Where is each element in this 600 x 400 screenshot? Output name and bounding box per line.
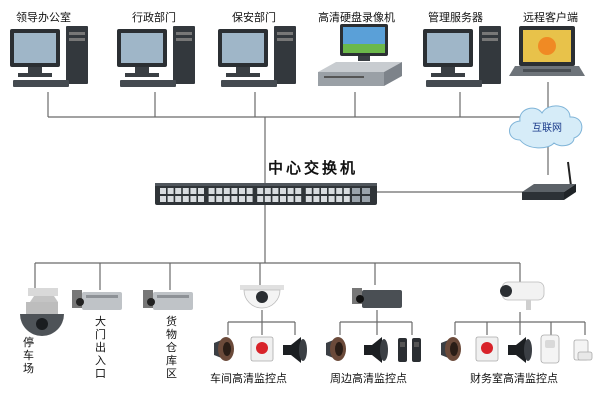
switch-port xyxy=(336,188,343,194)
label-perimeter-zone: 周边高清监控点 xyxy=(330,372,407,385)
switch-port xyxy=(175,188,182,194)
switch-uplink-port xyxy=(352,196,360,202)
switch-port xyxy=(272,188,279,194)
server-pc-icon xyxy=(423,26,501,87)
switch-port xyxy=(216,196,223,202)
label-warehouse: 货物仓库区 xyxy=(166,315,177,380)
switch-port xyxy=(313,196,320,202)
recorder-icon xyxy=(318,24,402,86)
switch-uplink-port xyxy=(352,188,360,194)
switch-port xyxy=(198,188,204,194)
switch-port xyxy=(190,196,197,202)
switch-port xyxy=(190,188,197,194)
switch-port xyxy=(257,188,264,194)
switch-port xyxy=(239,196,245,202)
internet-cloud-icon xyxy=(509,105,583,149)
label-leader-office: 领导办公室 xyxy=(16,11,71,24)
pc-icon-admin xyxy=(117,26,195,87)
switch-port xyxy=(280,188,286,194)
label-remote-client: 远程客户端 xyxy=(523,11,578,24)
label-mgmt-server: 管理服务器 xyxy=(428,11,483,24)
switch-port xyxy=(160,196,166,202)
box-camera-icon-warehouse xyxy=(143,290,193,310)
alarm-speaker-icon-workshop xyxy=(283,337,307,363)
switch-port xyxy=(246,188,253,194)
pc-icon-security xyxy=(218,26,296,87)
label-admin-dept: 行政部门 xyxy=(132,11,176,24)
switch-port xyxy=(295,188,302,194)
switch-port xyxy=(223,196,230,202)
alarm-speaker-icon-finance xyxy=(508,337,532,363)
switch-port xyxy=(167,188,174,194)
switch-port xyxy=(208,188,215,194)
switch-port xyxy=(305,188,312,194)
switch-port xyxy=(198,196,204,202)
switch-port xyxy=(182,188,189,194)
switch-port xyxy=(321,196,327,202)
switch-port xyxy=(264,188,271,194)
switch-port xyxy=(287,188,294,194)
switch-port xyxy=(343,196,350,202)
alarm-speaker-icon-perimeter xyxy=(364,337,388,363)
switch-port xyxy=(280,196,286,202)
switch-port xyxy=(223,188,230,194)
switch-port xyxy=(336,196,343,202)
door-sensor-icon-finance xyxy=(573,339,593,361)
label-hd-recorder: 高清硬盘录像机 xyxy=(318,11,395,24)
label-gate: 大门出入口 xyxy=(95,315,106,380)
siren-icon-workshop xyxy=(214,337,234,361)
switch-port xyxy=(264,196,271,202)
emergency-button-icon-workshop xyxy=(250,336,274,362)
label-central-switch: 中心交换机 xyxy=(268,159,359,177)
speed-dome-camera-icon xyxy=(20,288,64,336)
switch-port xyxy=(287,196,294,202)
switch-port xyxy=(313,188,320,194)
switch-port xyxy=(343,188,350,194)
switch-port xyxy=(160,188,166,194)
box-camera-icon-gate xyxy=(72,290,122,310)
pir-detector-icon-finance xyxy=(540,334,560,364)
infrared-beam-icon-perimeter xyxy=(398,338,421,362)
label-workshop-zone: 车间高清监控点 xyxy=(210,372,287,385)
switch-port xyxy=(216,188,223,194)
switch-port xyxy=(175,196,182,202)
box-camera-icon-perimeter xyxy=(352,288,402,308)
switch-port xyxy=(182,196,189,202)
switch-port xyxy=(305,196,312,202)
pc-icon-leader xyxy=(10,26,88,87)
switch-port xyxy=(231,188,238,194)
central-switch-icon xyxy=(155,183,377,205)
switch-port xyxy=(295,196,302,202)
siren-icon-finance xyxy=(441,337,461,361)
switch-port xyxy=(167,196,174,202)
switch-uplink-port xyxy=(362,196,370,202)
siren-icon-perimeter xyxy=(326,337,346,361)
emergency-button-icon-finance xyxy=(475,336,499,362)
laptop-icon xyxy=(509,26,585,76)
dome-camera-icon xyxy=(240,285,284,309)
switch-uplink-port xyxy=(362,188,370,194)
label-internet: 互联网 xyxy=(532,123,562,134)
bullet-camera-icon xyxy=(500,281,545,310)
switch-port xyxy=(208,196,215,202)
switch-port xyxy=(321,188,327,194)
label-finance-zone: 财务室高清监控点 xyxy=(470,372,558,385)
label-parking: 停车场 xyxy=(23,336,34,375)
switch-port xyxy=(257,196,264,202)
label-security-dept: 保安部门 xyxy=(232,11,276,24)
switch-port xyxy=(246,196,253,202)
switch-port xyxy=(328,196,335,202)
switch-port xyxy=(231,196,238,202)
router-icon xyxy=(522,161,576,200)
switch-port xyxy=(328,188,335,194)
switch-port xyxy=(272,196,279,202)
switch-port xyxy=(239,188,245,194)
